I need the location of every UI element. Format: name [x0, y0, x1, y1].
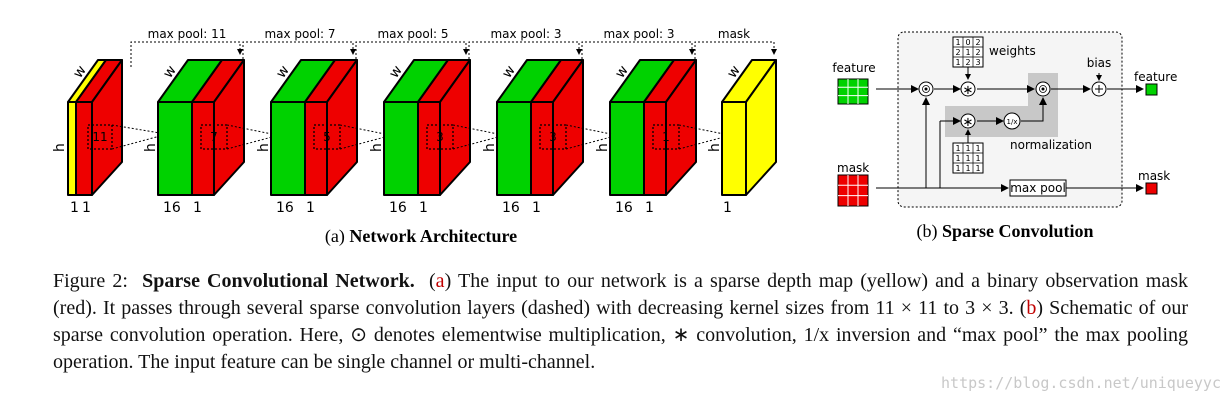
normalize-multiply-node: [1035, 81, 1051, 97]
kernel-window-1: [87, 124, 113, 150]
layer4-channels-red: 1: [532, 200, 541, 216]
input-channels-red: 1: [82, 200, 91, 216]
mask-input-grid: [837, 174, 869, 207]
kernel-label-3: 5: [323, 130, 331, 144]
layer3-dim-h: h: [369, 143, 385, 152]
kernel-label-6: 1: [662, 130, 670, 144]
svg-text:1: 1: [975, 144, 980, 153]
svg-text:1: 1: [975, 154, 980, 163]
layer1-channels-red: 1: [193, 200, 202, 216]
layer3-channels-green: 16: [389, 200, 407, 216]
pool-label-3: max pool: 5: [377, 27, 448, 41]
layer2-dim-h: h: [256, 143, 272, 152]
svg-text:1/x: 1/x: [1007, 118, 1018, 126]
svg-text:1: 1: [965, 144, 970, 153]
svg-text:1: 1: [965, 164, 970, 173]
feature-input-label: feature: [832, 61, 875, 75]
input-channels-yellow: 1: [70, 200, 79, 216]
layer2-channels-green: 16: [276, 200, 294, 216]
mask-output-square: [1145, 182, 1158, 195]
max-pool-box: [1009, 179, 1067, 197]
normalization-label: normalization: [1010, 138, 1092, 152]
figure-number: Figure 2:: [53, 270, 128, 292]
svg-text:1: 1: [955, 154, 960, 163]
svg-text:2: 2: [975, 38, 980, 47]
subcaption-a: (a) Network Architecture: [325, 226, 517, 247]
svg-text:0: 0: [965, 38, 970, 47]
weights-label: weights: [989, 44, 1036, 58]
layer5-channels-red: 1: [645, 200, 654, 216]
svg-text:1: 1: [965, 48, 970, 57]
svg-text:3: 3: [975, 58, 980, 67]
output-dim-h: h: [707, 143, 723, 152]
watermark-url: https://blog.csdn.net/uniqueyyc: [941, 374, 1221, 392]
convolution-node: ∗: [960, 81, 976, 98]
svg-text:1: 1: [955, 164, 960, 173]
output-channels: 1: [723, 200, 732, 216]
mask-output-label: mask: [1138, 169, 1170, 183]
svg-text:1: 1: [975, 164, 980, 173]
svg-text:2: 2: [955, 48, 960, 57]
ref-a-link[interactable]: a: [435, 270, 445, 292]
pool-label-6: mask: [718, 27, 750, 41]
bias-add-node: [1091, 81, 1107, 97]
layer3-channels-red: 1: [419, 200, 428, 216]
svg-text:1: 1: [955, 58, 960, 67]
projection-lines-1: [111, 124, 161, 150]
layer4-dim-h: h: [482, 143, 498, 152]
figure-graphic: max pool: 11 max pool: 7 max pool: 5 max…: [52, 27, 1177, 247]
svg-text:∗: ∗: [963, 115, 974, 130]
layer-block-1: [157, 59, 245, 196]
svg-text:2: 2: [975, 48, 980, 57]
network-architecture: max pool: 11 max pool: 7 max pool: 5 max…: [52, 27, 777, 247]
kernel-label-5: 3: [549, 130, 557, 144]
pool-label-1: max pool: 11: [148, 27, 227, 41]
layer-block-4: [496, 59, 584, 196]
mask-input-label: mask: [837, 161, 869, 175]
subcaption-b: (b) Sparse Convolution: [916, 221, 1093, 242]
normalization-convolution-node: ∗: [960, 113, 976, 130]
layer5-channels-green: 16: [615, 200, 633, 216]
ref-b-link[interactable]: b: [1026, 297, 1037, 319]
caption-text-a: The input to our network is a sparse dep…: [53, 270, 1188, 319]
input-dim-h: h: [52, 143, 68, 152]
kernel-label-4: 3: [436, 130, 444, 144]
sparse-convolution-diagram: feature mask: [832, 31, 1177, 242]
layer2-channels-red: 1: [306, 200, 315, 216]
svg-text:1: 1: [955, 38, 960, 47]
svg-text:∗: ∗: [963, 83, 974, 98]
layer4-channels-green: 16: [502, 200, 520, 216]
feature-output-label: feature: [1134, 70, 1177, 84]
figure-caption: Figure 2: Sparse Convolutional Network. …: [53, 270, 1188, 373]
layer-block-2: [270, 59, 358, 196]
svg-text:1: 1: [955, 144, 960, 153]
max-pool-skip-connections: [130, 41, 777, 67]
pool-label-2: max pool: 7: [264, 27, 335, 41]
ones-matrix: 1 1 1 1 1 1 1 1 1: [952, 142, 984, 174]
pool-label-4: max pool: 3: [490, 27, 561, 41]
caption-text-b: ) Schematic of our sparse convolution op…: [53, 297, 1188, 373]
input-block: [67, 59, 123, 196]
signal-lines: [876, 67, 1144, 192]
svg-text:2: 2: [965, 58, 970, 67]
weights-matrix: 1 0 2 2 1 2 1 2 3: [952, 36, 984, 68]
kernel-windows: [200, 124, 680, 150]
bias-label: bias: [1087, 56, 1112, 70]
feature-input-grid: [837, 78, 869, 105]
pool-label-5: max pool: 3: [603, 27, 674, 41]
layer1-dim-h: h: [143, 143, 159, 152]
kernel-label-1: 11: [92, 130, 107, 144]
layer-block-5: [609, 59, 697, 196]
feature-output-square: [1145, 83, 1158, 96]
svg-text:1: 1: [965, 154, 970, 163]
caption-title: Sparse Convolutional Network.: [142, 270, 415, 292]
kernel-label-2: 7: [210, 130, 218, 144]
elementwise-multiply-node: [918, 81, 934, 97]
layer5-dim-h: h: [595, 143, 611, 152]
layer1-channels-green: 16: [163, 200, 181, 216]
max-pool-label: max pool: [1010, 181, 1066, 195]
inverse-node: 1/x: [1003, 112, 1021, 130]
output-block: [721, 59, 777, 196]
